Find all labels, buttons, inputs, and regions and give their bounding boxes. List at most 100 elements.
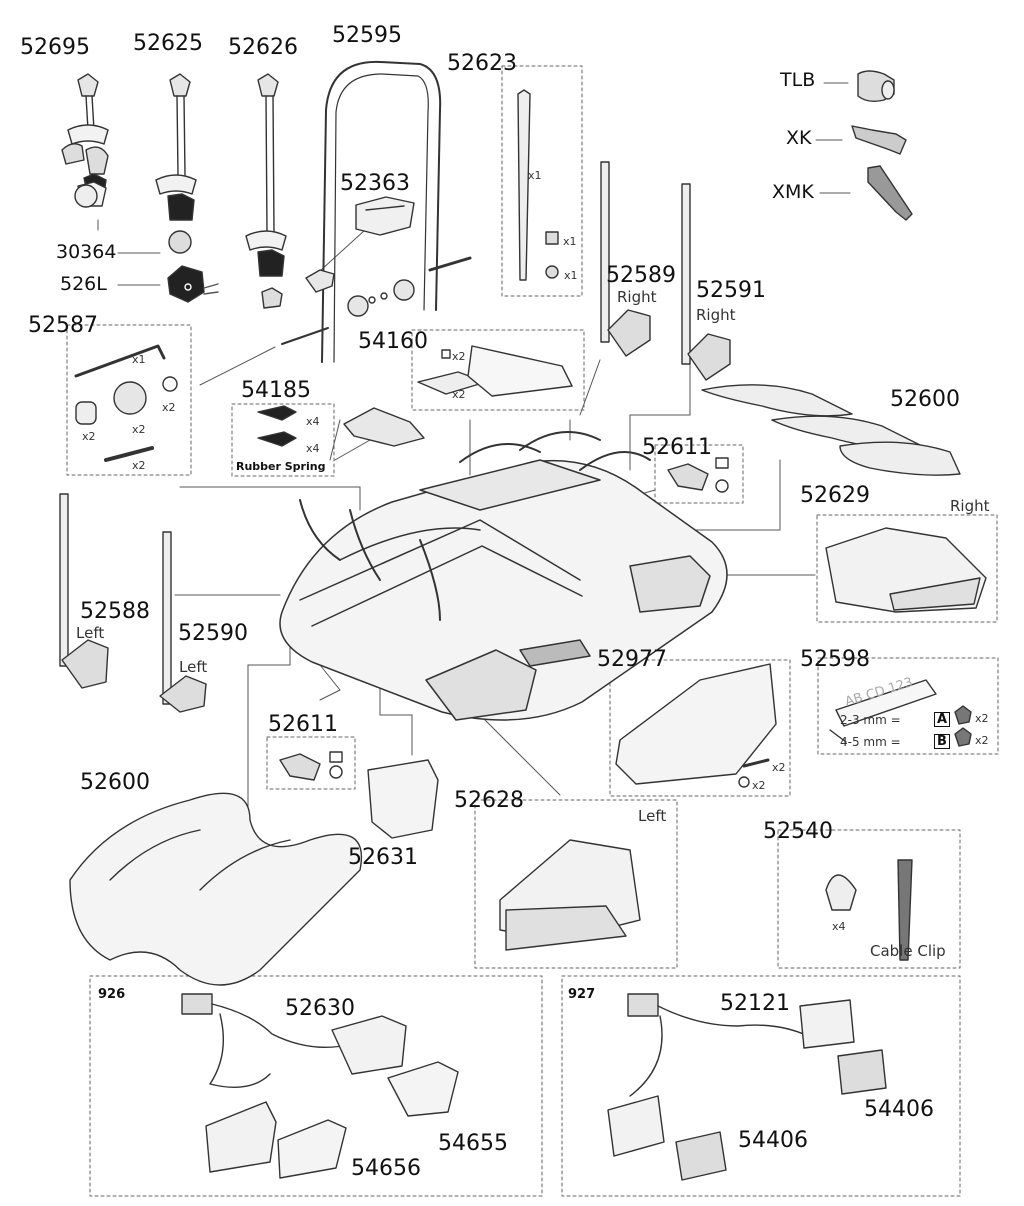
- part-52977: 52977: [597, 647, 667, 672]
- wheel-holder-52600a: [701, 384, 961, 476]
- cap-52611a: [667, 457, 729, 493]
- label-right-52591: Right: [696, 306, 736, 324]
- part-30364: 30364: [56, 241, 117, 263]
- arm-52591: [681, 183, 731, 381]
- label-cable-clip: Cable Clip: [870, 942, 946, 960]
- mm-note-a: 2-3 mm =: [840, 713, 901, 727]
- light-housing-52628: [499, 839, 641, 951]
- box-52623: [501, 65, 583, 297]
- clamp-52363: [305, 196, 415, 293]
- part-xmk: XMK: [772, 181, 814, 203]
- mm-note-b: 4-5 mm =: [840, 735, 901, 749]
- main-carrier: [279, 431, 728, 721]
- box-927: [561, 975, 961, 1197]
- part-52611-bottom: 52611: [268, 712, 338, 737]
- part-52625: 52625: [133, 31, 203, 56]
- part-52588: 52588: [80, 599, 150, 624]
- part-54406-left: 54406: [738, 1128, 808, 1153]
- part-54656: 54656: [351, 1156, 421, 1181]
- arm-52626: [245, 73, 287, 309]
- qty-strap-cap: x1: [563, 235, 577, 248]
- box-52611a: [654, 444, 744, 504]
- qty-cable-clip: x4: [832, 920, 846, 933]
- box-54185: [231, 403, 335, 477]
- key-icons: [851, 70, 913, 221]
- kit-926-label: 926: [98, 987, 126, 1002]
- qty-52977-bolt: x2: [772, 761, 786, 774]
- light-housing-52629: [825, 527, 987, 613]
- part-52591: 52591: [696, 278, 766, 303]
- label-rubber-spring: Rubber Spring: [236, 460, 326, 473]
- box-52598: [817, 657, 999, 755]
- part-52631: 52631: [348, 845, 418, 870]
- cable-clip-52540: [825, 859, 913, 961]
- part-xk: XK: [786, 127, 812, 149]
- part-54406-right: 54406: [864, 1097, 934, 1122]
- arm-52588: [59, 493, 109, 689]
- kit-927: [607, 993, 887, 1181]
- box-52977: [609, 659, 791, 797]
- part-52598: 52598: [800, 647, 870, 672]
- part-52630: 52630: [285, 996, 355, 1021]
- part-52595: 52595: [332, 23, 402, 48]
- plate-52598: [829, 679, 972, 747]
- label-left-52588: Left: [76, 624, 105, 642]
- arm-52625: [155, 73, 197, 221]
- box-52611b: [266, 736, 356, 790]
- lock-526L: [167, 265, 219, 303]
- letter-a-badge: A: [934, 712, 951, 727]
- frame-bolts: [281, 256, 472, 345]
- panel-52977: [615, 663, 777, 788]
- part-52626: 52626: [228, 35, 298, 60]
- frame-52595: [321, 60, 442, 363]
- strap-52623: [517, 89, 559, 281]
- wheel-holder-52600b: [69, 792, 362, 986]
- label-left-52590: Left: [179, 658, 208, 676]
- bracket-52631: [367, 759, 439, 839]
- qty-spacer: x2: [82, 430, 96, 443]
- qty-spring-2: x4: [306, 442, 320, 455]
- rubber-spring-54185: [257, 405, 425, 447]
- part-54185: 54185: [241, 378, 311, 403]
- knob-30364: [74, 184, 192, 254]
- qty-54160-plate: x2: [452, 388, 466, 401]
- label-right-52629: Right: [950, 497, 990, 515]
- leader-lines: [97, 82, 851, 831]
- part-52629: 52629: [800, 483, 870, 508]
- qty-strap: x1: [528, 169, 542, 182]
- part-52590: 52590: [178, 621, 248, 646]
- qty-52977-screw: x2: [752, 779, 766, 792]
- qty-spring-1: x4: [306, 415, 320, 428]
- part-52600-bottom: 52600: [80, 770, 150, 795]
- part-52611-top: 52611: [642, 435, 712, 460]
- label-left-52628: Left: [638, 807, 667, 825]
- box-54160: [411, 329, 585, 411]
- cap-52611b: [279, 751, 343, 781]
- kit-52587: [74, 344, 178, 462]
- box-52587: [66, 324, 192, 476]
- qty-bolt: x2: [132, 459, 146, 472]
- label-right-52589: Right: [617, 288, 657, 306]
- qty-plate-a: x2: [975, 712, 989, 725]
- box-52540: [777, 829, 961, 969]
- arm-52589: [600, 161, 651, 357]
- part-52121: 52121: [720, 991, 790, 1016]
- part-526l: 526L: [60, 273, 107, 295]
- kit-927-label: 927: [568, 987, 596, 1002]
- part-52695: 52695: [20, 35, 90, 60]
- part-52363: 52363: [340, 171, 410, 196]
- qty-hex-key: x1: [132, 353, 146, 366]
- qty-strap-screw: x1: [564, 269, 578, 282]
- letter-b-badge: B: [934, 734, 950, 749]
- part-54160: 54160: [358, 329, 428, 354]
- qty-plate-b: x2: [975, 734, 989, 747]
- kit-926: [181, 993, 459, 1179]
- kit-54160: [417, 345, 573, 397]
- part-52587: 52587: [28, 313, 98, 338]
- part-52600-top: 52600: [890, 387, 960, 412]
- part-52589: 52589: [606, 263, 676, 288]
- qty-washer: x2: [162, 401, 176, 414]
- part-52628: 52628: [454, 788, 524, 813]
- box-52629: [816, 514, 998, 623]
